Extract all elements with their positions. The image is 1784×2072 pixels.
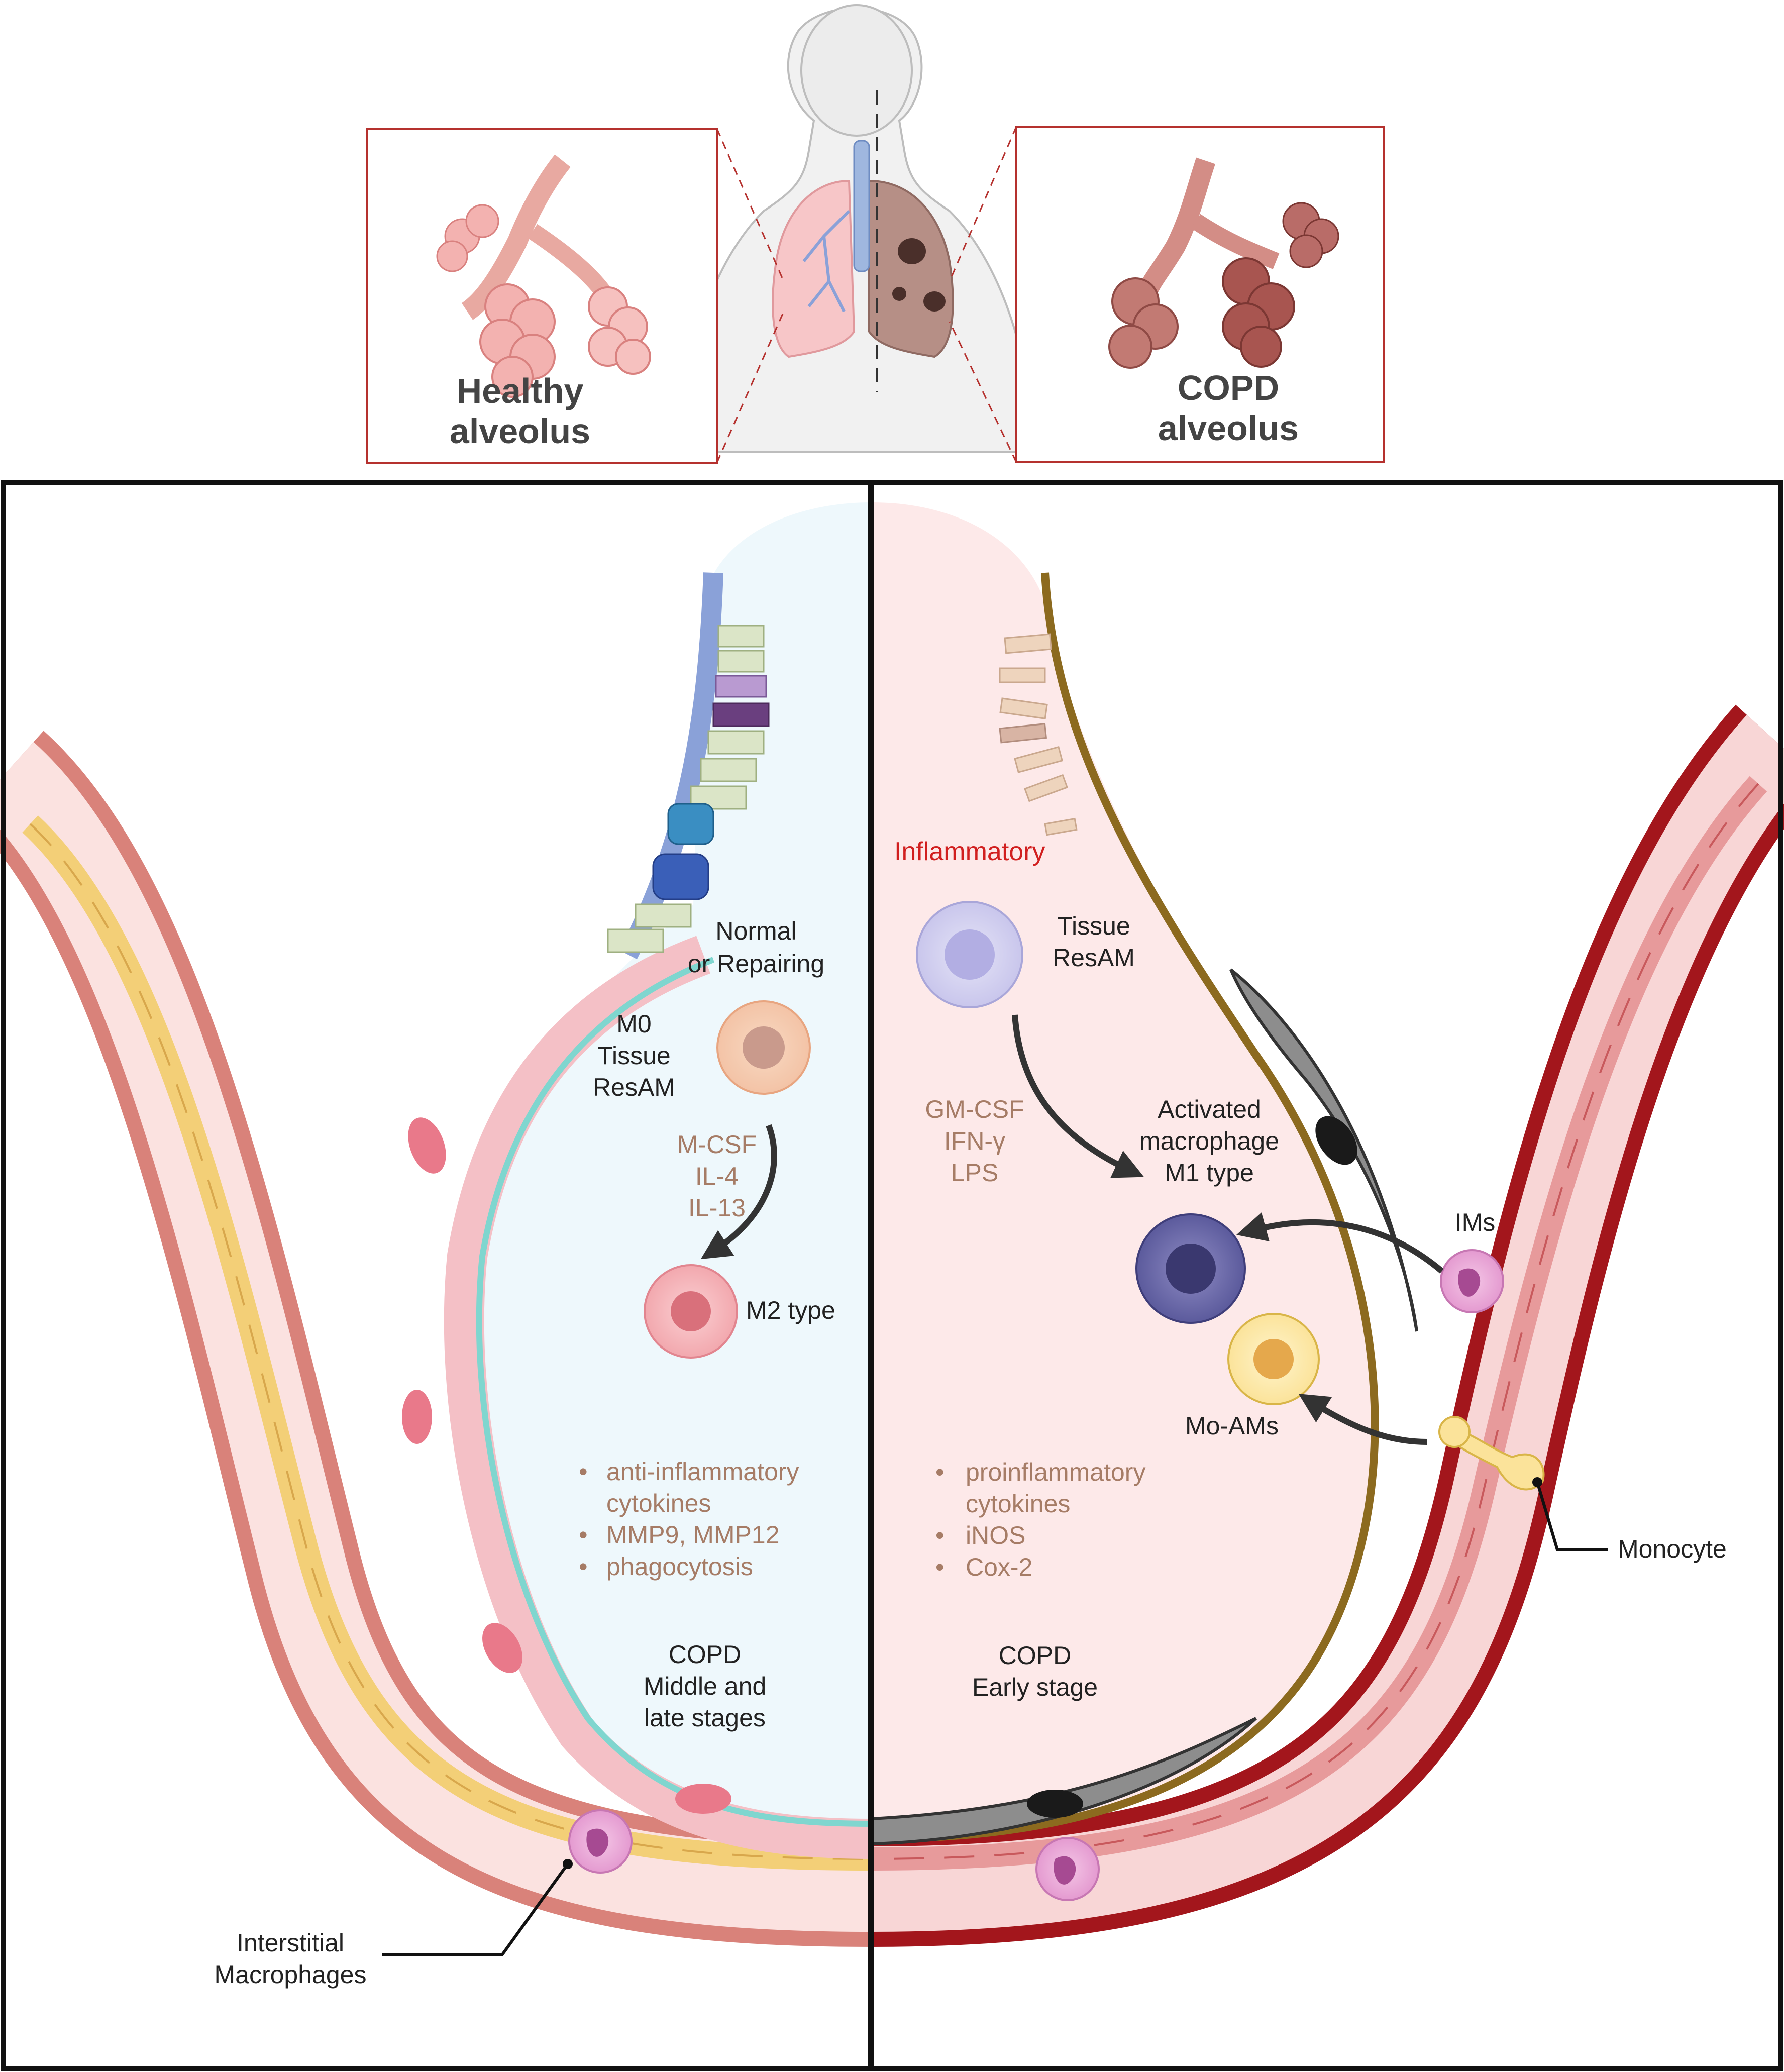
healthy-alveolus-space: [464, 502, 872, 1839]
normal-label-line2: or Repairing: [688, 950, 824, 978]
monocyte: [1438, 1416, 1545, 1491]
m0-label-line1: M0: [616, 1010, 651, 1038]
left-panel-text: Normal or Repairing M0 Tissue ResAM M-CS…: [215, 917, 835, 1989]
copd-lung: [868, 179, 954, 358]
m1-label-line1: Activated: [1158, 1095, 1261, 1123]
left-function-2: cytokines: [606, 1489, 711, 1517]
callout-lines: [382, 1477, 1608, 1956]
right-stimulus-3: LPS: [951, 1159, 999, 1187]
moams-label: Mo-AMs: [1185, 1412, 1279, 1440]
m2-macrophage: [644, 1264, 738, 1359]
monocyte-label: Monocyte: [1618, 1535, 1727, 1563]
right-stimulus-1: GM-CSF: [925, 1095, 1024, 1123]
healthy-alveolus-inset: Healthy alveolus: [366, 128, 785, 464]
left-stage-line2: Middle and: [644, 1672, 767, 1700]
healthy-alveolar-wall: [402, 936, 872, 1859]
mo-am-cell: [1227, 1313, 1320, 1405]
left-stimulus-3: IL-13: [688, 1194, 746, 1222]
interstitial-macrophage-right: [1440, 1249, 1504, 1313]
m0-label-line2: Tissue: [597, 1042, 670, 1070]
right-function-2: cytokines: [966, 1490, 1070, 1518]
panel-frames: [1, 480, 1783, 2071]
copd-title-line2: alveolus: [1158, 408, 1299, 448]
interstitial-label-line1: Interstitial: [237, 1929, 344, 1957]
left-function-3: MMP9, MMP12: [606, 1521, 780, 1549]
interstitial-label-line2: Macrophages: [215, 1960, 367, 1989]
ims-label: IMs: [1455, 1208, 1496, 1236]
right-bullet-2: •: [935, 1521, 945, 1549]
left-stimulus-2: IL-4: [695, 1162, 739, 1190]
left-stage-line1: COPD: [669, 1640, 741, 1669]
tissue-resam-cell: [916, 901, 1023, 1008]
inflammatory-label: Inflammatory: [894, 837, 1045, 866]
left-bullet-3: •: [579, 1552, 588, 1581]
right-panel-text: Inflammatory Tissue ResAM GM-CSF IFN-γ L…: [894, 837, 1727, 1701]
left-stage-line3: late stages: [644, 1704, 766, 1732]
lesion: [898, 238, 926, 264]
m1-macrophage: [1135, 1213, 1246, 1324]
right-function-3: iNOS: [966, 1521, 1025, 1549]
m1-label-line3: M1 type: [1165, 1159, 1254, 1187]
interstitial-macrophage-left: [568, 1809, 633, 1874]
left-bullet-2: •: [579, 1521, 588, 1549]
resam-label-line2: ResAM: [1053, 944, 1135, 972]
lesion: [923, 291, 946, 312]
m0-label-line3: ResAM: [593, 1073, 675, 1101]
damaged-sac-cluster: [1108, 202, 1339, 369]
right-function-4: Cox-2: [966, 1553, 1032, 1581]
right-stimulus-2: IFN-γ: [944, 1127, 1005, 1155]
right-capillary: [871, 704, 1784, 1947]
right-stage-line1: COPD: [999, 1641, 1071, 1670]
right-panel-frame: [869, 480, 1783, 2071]
arrows: [700, 1014, 1444, 1445]
right-bullet-3: •: [935, 1553, 945, 1581]
human-figure: [677, 4, 1036, 453]
left-function-4: phagocytosis: [606, 1552, 753, 1581]
left-stimulus-1: M-CSF: [677, 1130, 757, 1159]
copd-alveolus-space: [872, 502, 1375, 1839]
right-function-1: proinflammatory: [966, 1458, 1145, 1486]
m0-macrophage: [716, 1000, 811, 1095]
copd-alveolar-wall: [870, 572, 1418, 1846]
interstitial-macrophage-bottom: [1035, 1837, 1100, 1901]
right-stage-line2: Early stage: [972, 1673, 1098, 1701]
lesion: [892, 287, 906, 301]
copd-title-line1: COPD: [1178, 368, 1279, 407]
ciliated-epithelium: [607, 572, 770, 960]
m1-label-line2: macrophage: [1139, 1127, 1279, 1155]
left-bullet-1: •: [579, 1458, 588, 1486]
left-function-1: anti-inflammatory: [606, 1458, 799, 1486]
right-bullet-1: •: [935, 1458, 945, 1486]
fibroblast: [1229, 968, 1418, 1332]
alveolar-sac-cluster: [436, 204, 651, 398]
healthy-title-line2: alveolus: [450, 411, 590, 451]
trachea: [853, 140, 870, 272]
bronchi: [802, 210, 851, 313]
resam-label-line1: Tissue: [1057, 912, 1130, 940]
fibroblast: [870, 1717, 1257, 1846]
m2-label: M2 type: [746, 1296, 835, 1324]
damaged-epithelium: [999, 633, 1078, 836]
normal-label-line1: Normal: [715, 917, 796, 945]
copd-alveolus-inset: COPD alveolus: [949, 126, 1385, 463]
healthy-title-line1: Healthy: [457, 371, 584, 410]
